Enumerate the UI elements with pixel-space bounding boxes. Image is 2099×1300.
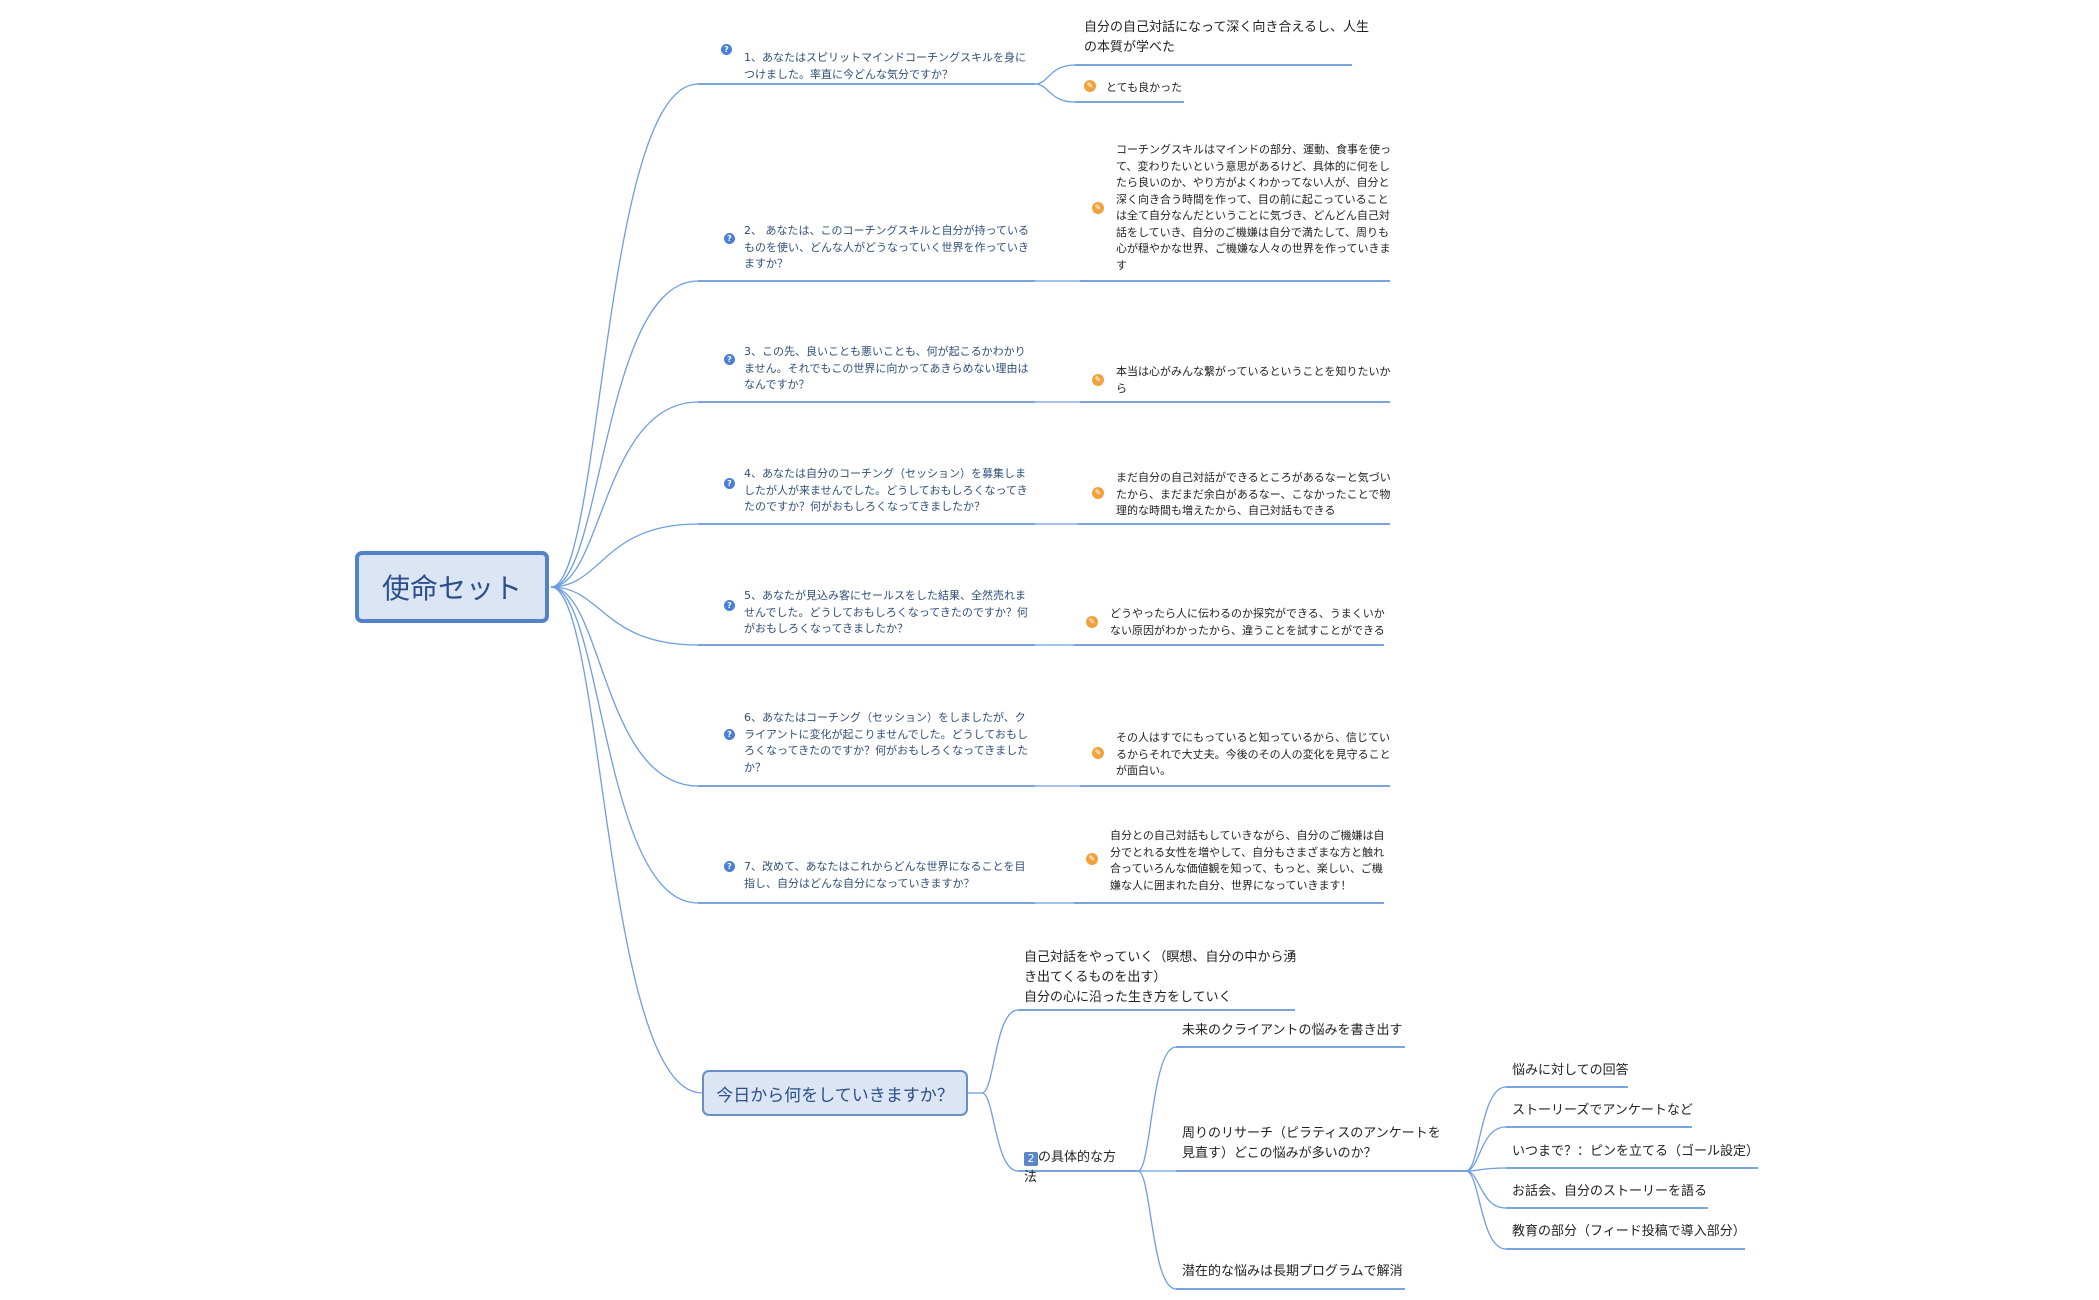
answer-5-text: どうやったら人に伝わるのか探究ができる、うまくいかない原因がわかったから、違うこ… bbox=[1110, 607, 1385, 637]
answer-6-text: その人はすでにもっていると知っているから、信じているからそれで大丈夫。今後のその… bbox=[1116, 731, 1391, 777]
q1-answer-link-b bbox=[1034, 83, 1076, 103]
answer-4-text: まだ自分の自己対話ができるところがあるなーと気づいたから、まだまだ余白があるなー… bbox=[1116, 471, 1391, 517]
pencil-icon: ✎ bbox=[1086, 853, 1098, 865]
answer-3-text: 本当は心がみんな繋がっているということを知りたいから bbox=[1116, 365, 1391, 395]
today-node[interactable]: 今日から何をしていきますか？ bbox=[702, 1070, 968, 1116]
method-child-link-1 bbox=[1137, 1046, 1177, 1172]
research-item-4[interactable]: お話会、自分のストーリーを語る bbox=[1512, 1182, 1707, 1202]
question-1-node[interactable]: ? 1、あなたはスピリットマインドコーチングスキルを身につけました。率直に今どん… bbox=[721, 44, 1026, 83]
answer-6-node[interactable]: ✎ その人はすでにもっていると知っているから、信じているからそれで大丈夫。今後の… bbox=[1092, 730, 1398, 780]
question-6-text: 6、あなたはコーチング（セッション）をしましたが、クライアントに変化が起こりませ… bbox=[744, 711, 1029, 774]
method-label: の具体的な方法 bbox=[1024, 1150, 1117, 1185]
method-child-3[interactable]: 潜在的な悩みは長期プログラムで解消 bbox=[1182, 1262, 1432, 1282]
question-5-text: 5、あなたが見込み客にセールスをした結果、全然売れませんでした。どうしておもしろ… bbox=[744, 589, 1028, 635]
question-4-text: 4、あなたは自分のコーチング（セッション）を募集しましたが人が来ませんでした。ど… bbox=[744, 467, 1028, 513]
question-icon: ? bbox=[724, 600, 735, 611]
today-label: 今日から何をしていきますか？ bbox=[716, 1085, 954, 1106]
question-3-node[interactable]: ? 3、この先、良いことも悪いことも、何が起こるかわかりません。それでもこの世界… bbox=[722, 344, 1029, 394]
root-node[interactable]: 使命セット bbox=[355, 551, 549, 623]
q1-answer-link-a bbox=[1034, 64, 1076, 85]
method-child-2-text: 周りのリサーチ（ピラティスのアンケートを見直す）どこの悩みが多いのか？ bbox=[1182, 1126, 1441, 1161]
method-child-1-text: 未来のクライアントの悩みを書き出す bbox=[1182, 1023, 1403, 1038]
research-link-2 bbox=[1465, 1126, 1507, 1172]
question-2-text: 2、 あなたは、このコーチングスキルと自分が持っているものを使い、どんな人がどう… bbox=[744, 224, 1029, 270]
answer-1b-text: とても良かった bbox=[1106, 81, 1183, 94]
answer-3-node[interactable]: ✎ 本当は心がみんな繋がっているということを知りたいから bbox=[1092, 364, 1398, 397]
research-item-2-text: ストーリーズでアンケートなど bbox=[1512, 1103, 1693, 1118]
root-link-7 bbox=[550, 586, 699, 904]
question-icon: ? bbox=[724, 729, 735, 740]
method-child-2[interactable]: 周りのリサーチ（ピラティスのアンケートを見直す）どこの悩みが多いのか？ bbox=[1182, 1124, 1452, 1164]
question-2-node[interactable]: ? 2、 あなたは、このコーチングスキルと自分が持っているものを使い、どんな人が… bbox=[722, 223, 1029, 273]
root-link-1 bbox=[550, 83, 699, 588]
root-link-today bbox=[550, 586, 703, 1094]
root-label: 使命セット bbox=[381, 572, 522, 605]
question-1-text: 1、あなたはスピリットマインドコーチングスキルを身につけました。率直に今どんな気… bbox=[744, 51, 1026, 81]
research-item-5[interactable]: 教育の部分（フィード投稿で導入部分） bbox=[1512, 1222, 1746, 1242]
research-link-5 bbox=[1465, 1170, 1507, 1250]
question-7-node[interactable]: ? 7、改めて、あなたはこれからどんな世界になることを目指し、自分はどんな自分に… bbox=[722, 859, 1029, 892]
method-child-link-3 bbox=[1137, 1170, 1177, 1290]
research-item-5-text: 教育の部分（フィード投稿で導入部分） bbox=[1512, 1224, 1746, 1239]
answer-1b-node[interactable]: ✎ とても良かった bbox=[1084, 80, 1206, 97]
research-item-1[interactable]: 悩みに対しての回答 bbox=[1512, 1061, 1629, 1081]
question-icon: ? bbox=[724, 354, 735, 365]
pencil-icon: ✎ bbox=[1084, 80, 1096, 92]
answer-2-node[interactable]: ✎ コーチングスキルはマインドの部分、運動、食事を使って、変わりたいという意思が… bbox=[1092, 142, 1398, 274]
root-link-3 bbox=[550, 401, 699, 588]
research-item-4-text: お話会、自分のストーリーを語る bbox=[1512, 1184, 1708, 1199]
pencil-icon: ✎ bbox=[1092, 487, 1104, 499]
question-icon: ? bbox=[724, 861, 735, 872]
pencil-icon: ✎ bbox=[1092, 374, 1104, 386]
method-child-1[interactable]: 未来のクライアントの悩みを書き出す bbox=[1182, 1021, 1432, 1041]
root-link-6 bbox=[550, 586, 699, 787]
pencil-icon: ✎ bbox=[1086, 616, 1098, 628]
today-item-2: 自分の心に沿った生き方をしていく bbox=[1024, 990, 1232, 1005]
question-7-text: 7、改めて、あなたはこれからどんな世界になることを目指し、自分はどんな自分になっ… bbox=[744, 860, 1026, 890]
answer-4-node[interactable]: ✎ まだ自分の自己対話ができるところがあるなーと気づいたから、まだまだ余白がある… bbox=[1092, 470, 1398, 520]
research-link-3 bbox=[1465, 1167, 1507, 1172]
today-item-1: 自己対話をやっていく（瞑想、自分の中から湧き出てくるものを出す） bbox=[1024, 950, 1297, 985]
research-item-3-text: いつまで？：ピンを立てる（ゴール設定） bbox=[1512, 1144, 1760, 1159]
number-badge-icon: 2 bbox=[1024, 1152, 1038, 1166]
today-link-method bbox=[981, 1092, 1019, 1172]
today-link-items bbox=[981, 1009, 1019, 1094]
answer-7-node[interactable]: ✎ 自分との自己対話もしていきながら、自分のご機嫌は自分でとれる女性を増やして、… bbox=[1086, 828, 1392, 894]
question-5-node[interactable]: ? 5、あなたが見込み客にセールスをした結果、全然売れませんでした。どうしておも… bbox=[722, 588, 1029, 638]
root-link-5 bbox=[550, 586, 699, 646]
question-icon: ? bbox=[721, 44, 732, 55]
research-item-2[interactable]: ストーリーズでアンケートなど bbox=[1512, 1101, 1693, 1121]
answer-1a-text: 自分の自己対話になって深く向き合えるし、人生の本質が学べた bbox=[1084, 20, 1369, 55]
pencil-icon: ✎ bbox=[1092, 202, 1104, 214]
root-link-4 bbox=[550, 523, 699, 588]
answer-1a-node[interactable]: 自分の自己対話になって深く向き合えるし、人生の本質が学べた bbox=[1084, 18, 1369, 58]
question-4-node[interactable]: ? 4、あなたは自分のコーチング（セッション）を募集しましたが人が来ませんでした… bbox=[722, 466, 1029, 516]
research-item-1-text: 悩みに対しての回答 bbox=[1512, 1063, 1629, 1078]
answer-5-node[interactable]: ✎ どうやったら人に伝わるのか探究ができる、うまくいかない原因がわかったから、違… bbox=[1086, 606, 1392, 639]
question-icon: ? bbox=[724, 233, 735, 244]
pencil-icon: ✎ bbox=[1092, 747, 1104, 759]
question-3-text: 3、この先、良いことも悪いことも、何が起こるかわかりません。それでもこの世界に向… bbox=[744, 345, 1029, 391]
root-link-2 bbox=[550, 280, 699, 588]
answer-2-text: コーチングスキルはマインドの部分、運動、食事を使って、変わりたいという意思がある… bbox=[1116, 143, 1391, 272]
research-link-1 bbox=[1465, 1086, 1507, 1172]
answer-7-text: 自分との自己対話もしていきながら、自分のご機嫌は自分でとれる女性を増やして、自分… bbox=[1110, 829, 1385, 892]
method-child-3-text: 潜在的な悩みは長期プログラムで解消 bbox=[1182, 1264, 1403, 1279]
research-item-3[interactable]: いつまで？：ピンを立てる（ゴール設定） bbox=[1512, 1142, 1759, 1162]
today-item-node[interactable]: 自己対話をやっていく（瞑想、自分の中から湧き出てくるものを出す） 自分の心に沿っ… bbox=[1024, 948, 1304, 1008]
question-icon: ? bbox=[724, 478, 735, 489]
question-6-node[interactable]: ? 6、あなたはコーチング（セッション）をしましたが、クライアントに変化が起こり… bbox=[722, 710, 1029, 776]
